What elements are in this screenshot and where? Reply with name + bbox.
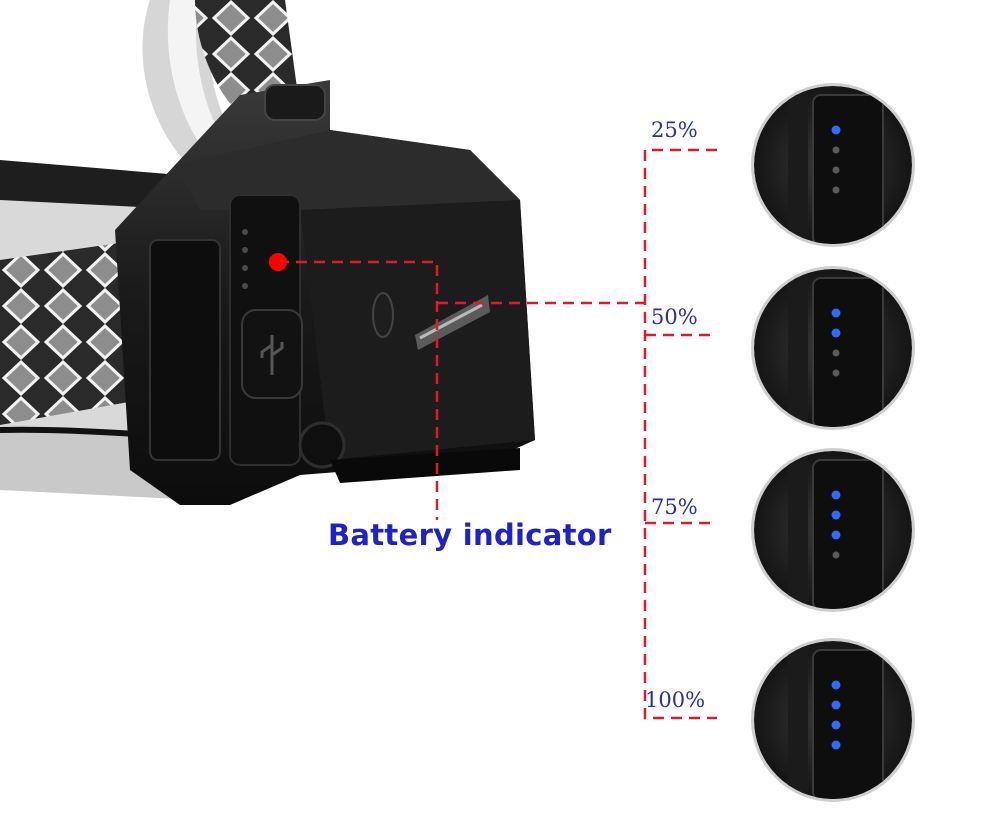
usb-icon bbox=[241, 309, 303, 399]
led-dot bbox=[832, 551, 840, 559]
callout-lines bbox=[278, 148, 717, 720]
level-label-1: 50% bbox=[651, 305, 698, 329]
zoom-circle-0 bbox=[751, 83, 915, 247]
led-dot bbox=[831, 308, 841, 318]
led-dot bbox=[831, 510, 841, 520]
power-button-icon bbox=[372, 292, 394, 338]
led-dot bbox=[831, 530, 841, 540]
callout-marker bbox=[269, 253, 287, 271]
zoom-circle-2 bbox=[751, 448, 915, 612]
led-dot bbox=[832, 369, 840, 377]
led-dot bbox=[832, 166, 840, 174]
level-label-2: 75% bbox=[651, 495, 698, 519]
level-label-3: 100% bbox=[645, 688, 706, 712]
led-dot bbox=[831, 700, 841, 710]
battery-indicator-label: Battery indicator bbox=[328, 518, 612, 552]
led-dot bbox=[832, 146, 840, 154]
level-label-0: 25% bbox=[651, 118, 698, 142]
led-dot bbox=[831, 680, 841, 690]
led-dot bbox=[832, 186, 840, 194]
led-dot bbox=[831, 125, 841, 135]
led-dot bbox=[831, 490, 841, 500]
led-dot bbox=[831, 740, 841, 750]
headlamp-body bbox=[115, 80, 535, 505]
led-dot bbox=[831, 720, 841, 730]
led-dot bbox=[832, 349, 840, 357]
led-dot bbox=[831, 328, 841, 338]
zoom-circle-3 bbox=[751, 638, 915, 802]
zoom-circle-1 bbox=[751, 266, 915, 430]
